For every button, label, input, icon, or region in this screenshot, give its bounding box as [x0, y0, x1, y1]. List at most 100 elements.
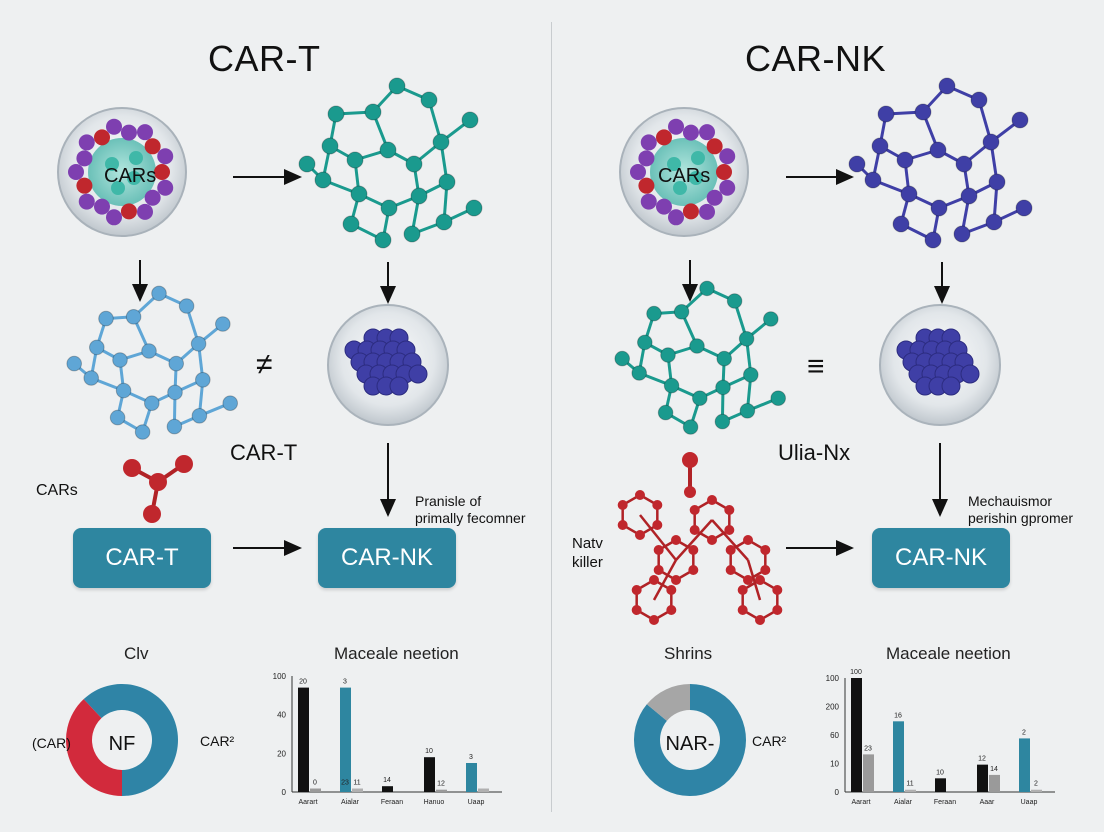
atom [673, 304, 690, 320]
left-donut-center: NF [109, 733, 136, 755]
core-bead [127, 171, 141, 185]
bead [157, 148, 174, 165]
atom [125, 309, 142, 325]
atom [743, 367, 759, 383]
atom [178, 298, 195, 314]
x-tick-label: Hanuo [424, 799, 445, 806]
atom [724, 525, 735, 535]
data-label: 11 [353, 780, 360, 787]
core-bead [111, 181, 125, 195]
atom [617, 520, 628, 530]
atom [314, 171, 332, 189]
atom [649, 615, 659, 625]
core-bead [129, 151, 143, 165]
cluster-bead [389, 376, 409, 396]
bar [977, 764, 988, 792]
atom [755, 615, 765, 625]
atom [215, 316, 231, 332]
data-label: 3 [469, 754, 473, 761]
core-bead [105, 157, 119, 171]
atom [892, 215, 910, 233]
bead [668, 209, 685, 226]
donut-slice [634, 684, 746, 797]
panel-divider [551, 22, 552, 812]
left-note-line-1: Pranisle of [415, 493, 481, 509]
right-car-nk-box: CAR-NK [872, 528, 1010, 588]
bar [382, 786, 393, 792]
atom [699, 280, 715, 297]
bar [436, 789, 447, 792]
atom [420, 91, 438, 109]
y-tick-label: 200 [826, 703, 840, 712]
bead [78, 193, 95, 210]
atom [738, 331, 755, 347]
bead [106, 118, 123, 135]
right-compare-symbol: ≡ [807, 350, 825, 383]
donut-slice [65, 699, 122, 796]
atom [649, 575, 659, 585]
right-donut-chart [634, 684, 746, 797]
bar [466, 763, 477, 792]
atom [737, 605, 748, 615]
data-label: 10 [936, 769, 944, 776]
atom [346, 151, 364, 169]
bead [719, 179, 736, 196]
bead [154, 164, 170, 180]
atom [924, 231, 942, 249]
bead [699, 124, 715, 141]
atom [327, 105, 345, 123]
atom [652, 520, 663, 530]
x-tick-label: Aaar [980, 799, 995, 806]
atom [725, 545, 736, 555]
bar [1031, 789, 1042, 792]
bead [144, 138, 161, 155]
right-donut-title: Shrins [664, 644, 712, 663]
bar [478, 788, 489, 792]
atom [726, 293, 743, 309]
right-title: CAR-NK [745, 38, 887, 79]
atom [222, 395, 238, 412]
y-tick-label: 10 [830, 760, 839, 769]
atom [635, 490, 645, 500]
right-cell-label: CARs [658, 165, 710, 187]
atom [151, 285, 167, 302]
atom [900, 185, 918, 203]
atom [760, 545, 771, 555]
atom [689, 525, 700, 535]
atom [191, 408, 208, 424]
atom [657, 404, 674, 421]
y-tick-label: 20 [277, 749, 286, 758]
right-note-line-1: Mechauismor [968, 493, 1052, 509]
atom [403, 225, 421, 243]
bead [144, 189, 161, 206]
data-label: 10 [425, 748, 433, 755]
right-donut-center: NAR- [666, 733, 715, 755]
atom [1015, 199, 1033, 217]
atom [755, 575, 765, 585]
left-car-t-box: CAR-T [73, 528, 211, 588]
data-label: 2 [1034, 781, 1038, 788]
atom [614, 350, 631, 367]
left-bar-title: Maceale neetion [334, 644, 459, 663]
atom [115, 382, 132, 399]
bead [719, 148, 736, 165]
atom [864, 171, 882, 189]
atom [938, 77, 956, 95]
atom [380, 199, 398, 217]
bead [94, 129, 110, 146]
left-donut-left-label: (CAR) [32, 735, 71, 751]
bar [989, 774, 1000, 792]
atom [871, 137, 889, 155]
atom [653, 565, 664, 575]
left-nk-cell [327, 304, 449, 426]
bead [682, 124, 699, 141]
blue-molecule-left [66, 285, 238, 440]
right-nk-cell [879, 304, 1001, 426]
data-label: 23 [864, 745, 872, 752]
bead [638, 150, 655, 167]
right-nk-label-1: Natv [572, 535, 603, 552]
bead [137, 203, 153, 220]
red-molecule-right [617, 490, 783, 625]
atom [960, 187, 978, 205]
